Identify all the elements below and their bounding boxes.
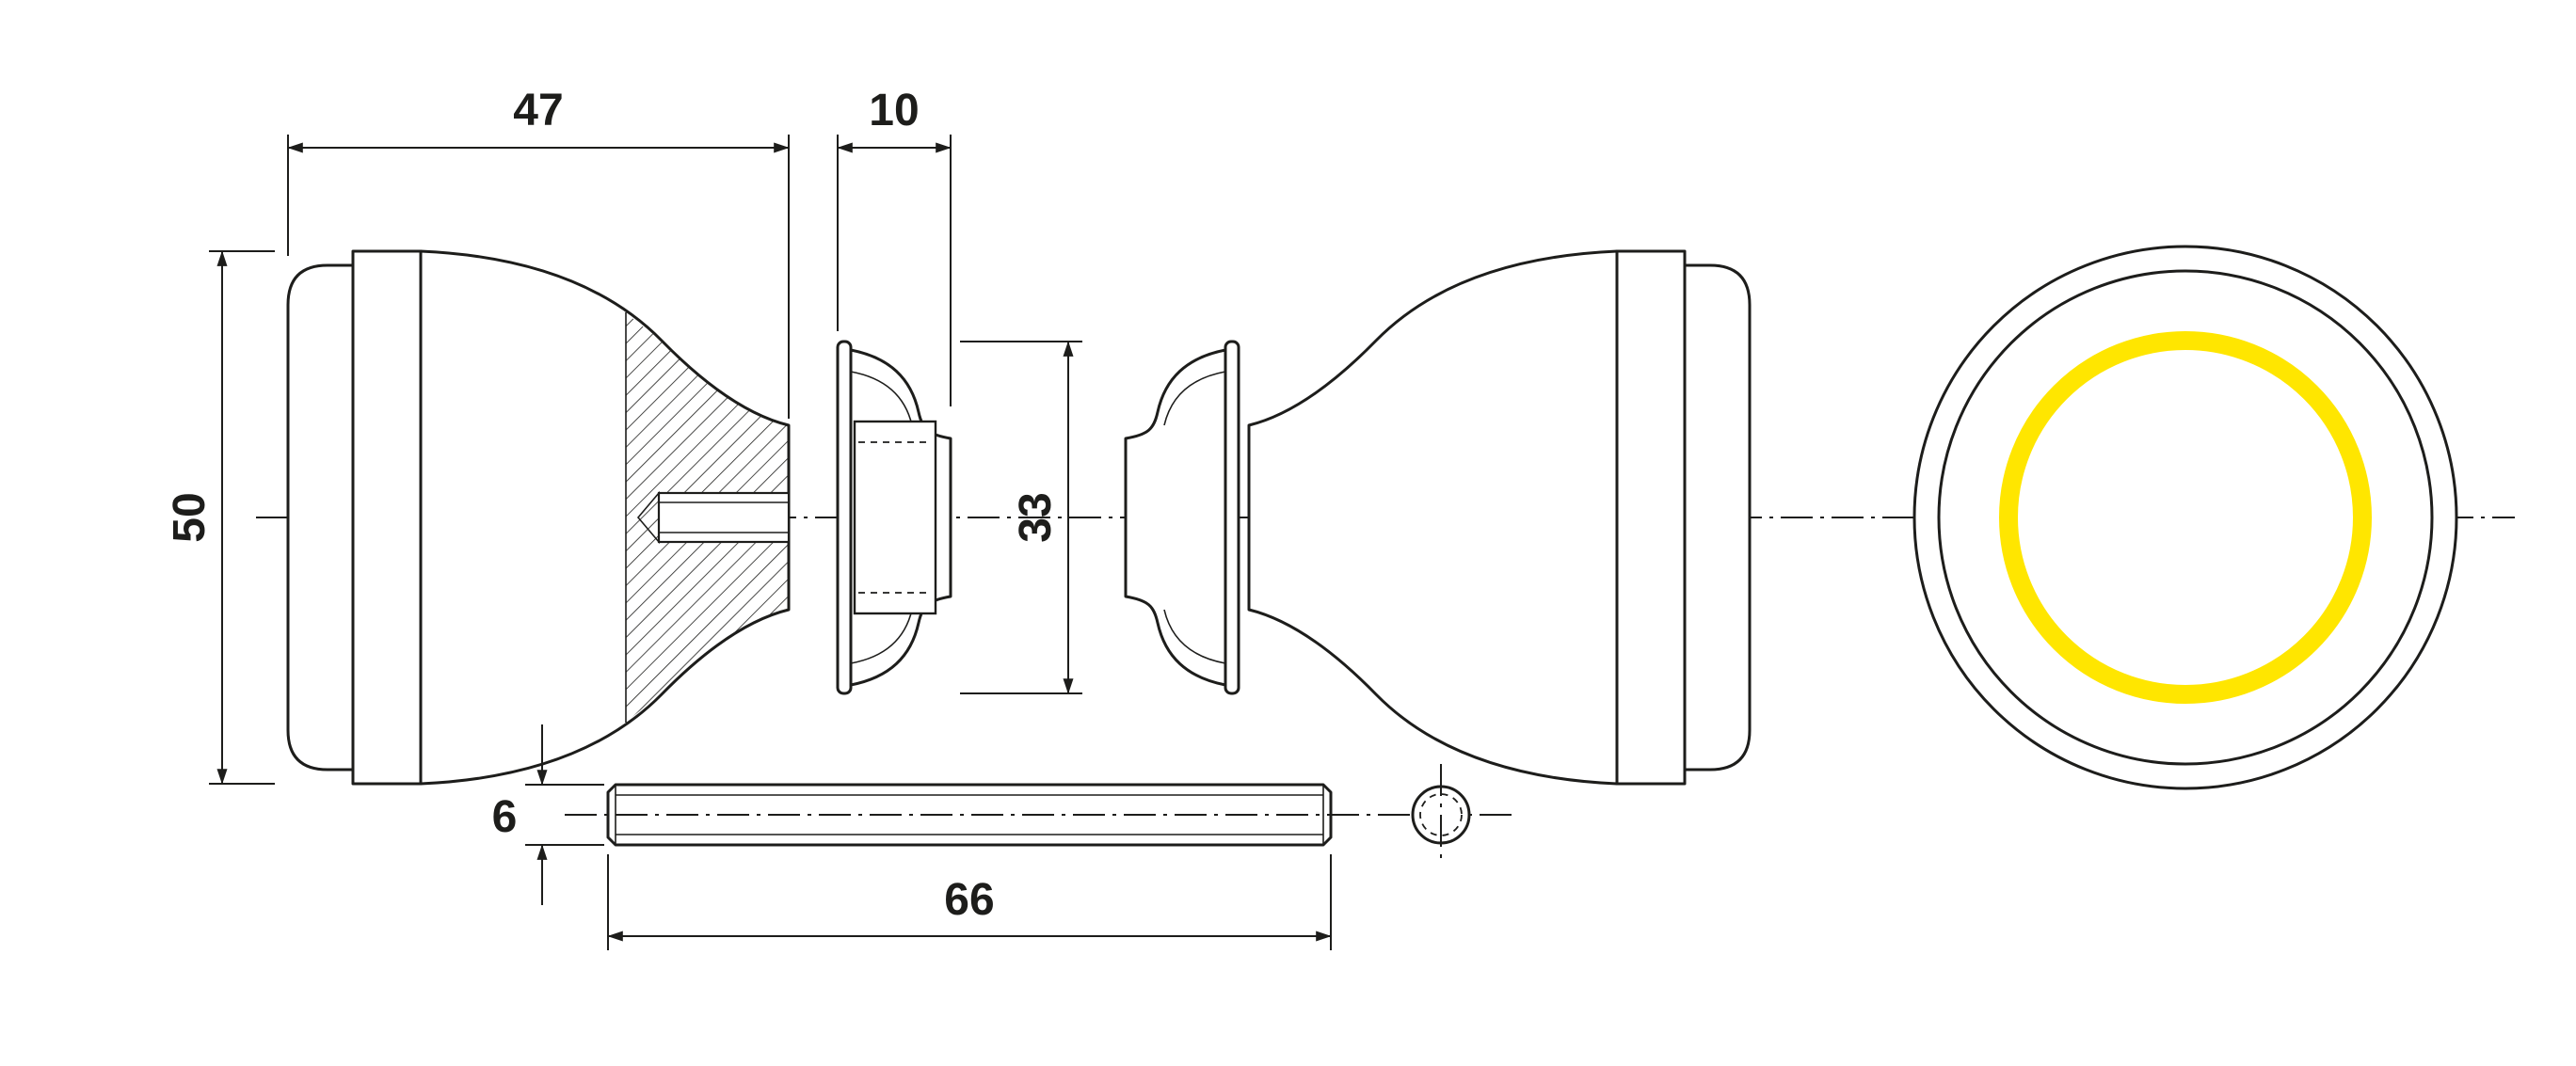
dim-47-label: 47	[513, 86, 563, 135]
dim-10-extension-lines	[837, 135, 952, 406]
spindle-end-view	[1411, 764, 1471, 866]
dim-33-extension-lines	[960, 341, 1082, 694]
right-knob-side-view	[1247, 249, 1752, 786]
dim-33-label: 33	[1011, 492, 1061, 542]
left-rose-contours	[850, 371, 913, 664]
left-knob-threaded-hole	[657, 491, 791, 544]
dim-66-label: 66	[944, 875, 994, 925]
dim-6-label: 6	[492, 792, 518, 842]
spindle-end-thread-circle	[1419, 793, 1463, 836]
dimension-rose-width: 10	[837, 86, 952, 406]
right-rose-plate	[1224, 340, 1240, 695]
dim-47-extension-lines	[287, 135, 790, 419]
dimension-spindle-thickness: 6	[492, 724, 604, 905]
left-rose-side-view	[836, 340, 952, 695]
left-knob-side-view	[286, 249, 791, 786]
left-rose-hidden-lines	[858, 441, 932, 594]
spindle-side-view	[565, 783, 1517, 847]
right-rose-collar	[1124, 348, 1227, 687]
dimension-knob-diameter: 50	[165, 250, 275, 785]
knob-front-view	[1912, 245, 2458, 790]
left-rose-plate	[836, 340, 853, 695]
left-knob-section-hatching	[626, 312, 789, 723]
front-view-rim-circle	[1937, 269, 2434, 766]
dim-50-label: 50	[165, 492, 215, 542]
left-knob-rim	[351, 249, 423, 786]
right-knob-dome	[1247, 249, 1619, 786]
right-knob-rim	[1615, 249, 1687, 786]
dimension-rose-diameter: 33	[960, 341, 1082, 694]
dimension-knob-depth: 47	[287, 86, 790, 419]
left-knob-thread-lines	[659, 501, 789, 533]
front-view-outer-circle	[1912, 245, 2458, 790]
right-rose-contours	[1163, 371, 1226, 664]
right-rose-side-view	[1124, 340, 1240, 695]
left-knob-cap	[286, 263, 355, 772]
spindle-body	[606, 783, 1333, 847]
dimension-spindle-length: 66	[607, 854, 1332, 950]
dim-10-label: 10	[869, 86, 919, 135]
right-knob-cap	[1683, 263, 1752, 772]
left-rose-spindle-hub	[853, 420, 937, 615]
highlight-ring	[1999, 331, 2372, 704]
